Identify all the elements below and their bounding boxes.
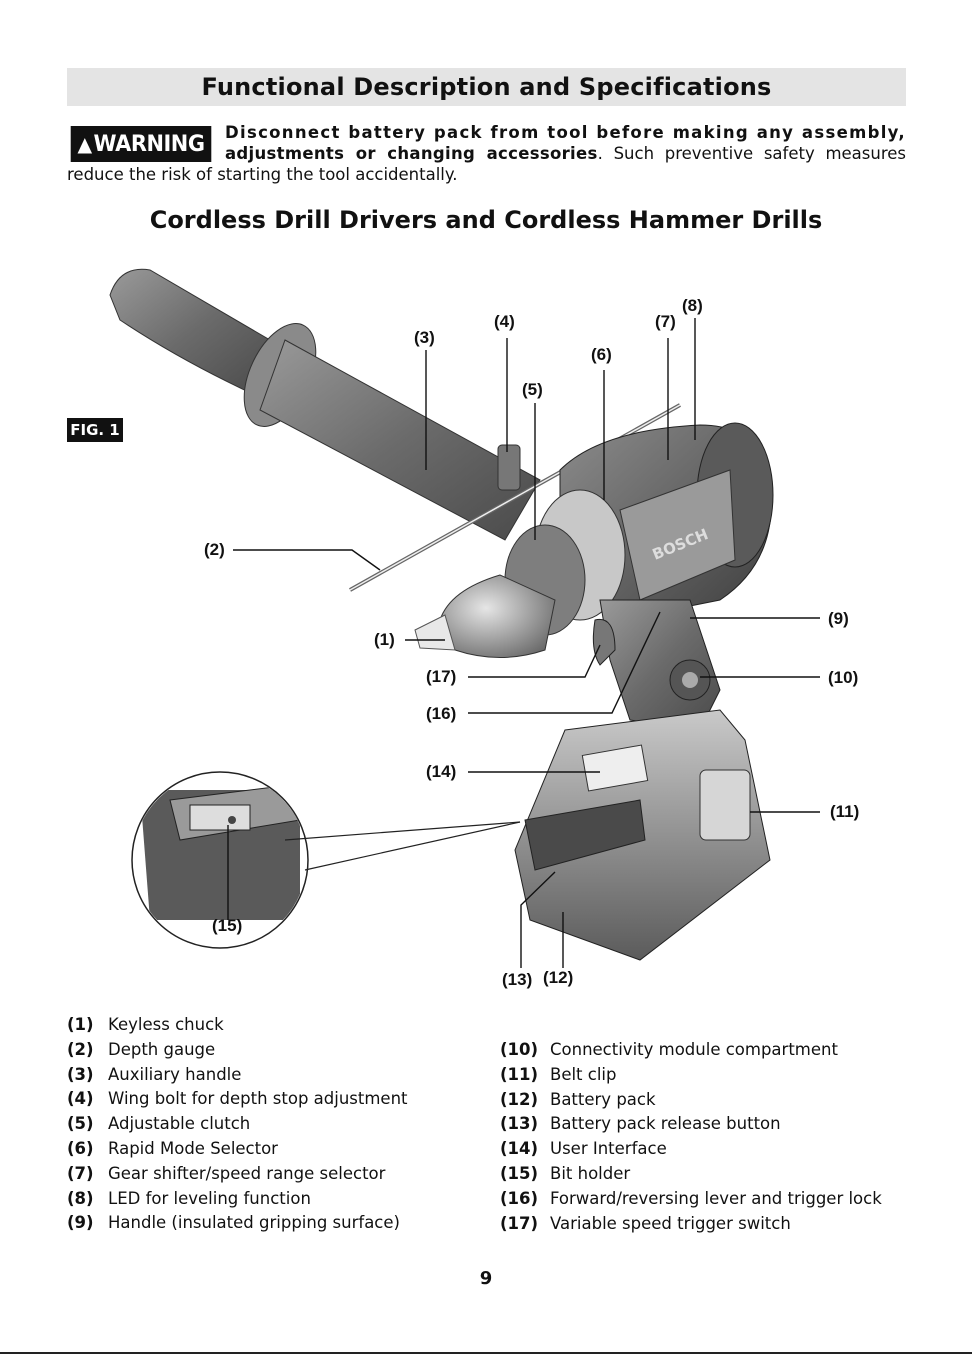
list-item: (8) LED for leveling function (67, 1187, 408, 1212)
item-number: (4) (67, 1089, 94, 1109)
callout-17: (17) (426, 667, 457, 686)
item-number: (8) (67, 1188, 94, 1208)
list-item: (15) Bit holder (500, 1162, 882, 1187)
item-label: Variable speed trigger switch (550, 1213, 791, 1233)
item-number: (15) (500, 1163, 539, 1183)
list-item: (6) Rapid Mode Selector (67, 1137, 408, 1162)
callout-13: (13) (502, 970, 533, 989)
parts-list-left: (1) Keyless chuck (2) Depth gauge (3) Auxil… (67, 1013, 408, 1236)
item-number: (12) (500, 1089, 539, 1109)
item-label: Rapid Mode Selector (108, 1138, 278, 1158)
list-item: (3) Auxiliary handle (67, 1063, 408, 1088)
item-label: Keyless chuck (108, 1015, 224, 1034)
warning-bold-line2: adjustments or changing accessories (225, 144, 598, 163)
parts-list-right: (10) Connectivity module compartment (11)… (500, 1038, 882, 1236)
bit-holder-inset (131, 771, 309, 949)
callout-8: (8) (682, 296, 703, 315)
list-item: (16) Forward/reversing lever and trigger … (500, 1187, 882, 1212)
item-label: Wing bolt for depth stop adjustment (108, 1089, 408, 1109)
list-item: (12) Battery pack (500, 1088, 882, 1113)
item-label: Auxiliary handle (108, 1064, 242, 1084)
list-item: (13) Battery pack release button (500, 1112, 882, 1137)
list-item: (5) Adjustable clutch (67, 1112, 408, 1137)
callout-1: (1) (374, 630, 395, 649)
callout-16: (16) (426, 704, 457, 723)
warning-triangle-icon: ▲ (77, 131, 92, 156)
item-number: (14) (500, 1139, 539, 1159)
callout-5: (5) (522, 380, 543, 399)
callout-15: (15) (212, 916, 243, 935)
warning-bold-line1: Disconnect battery pack from tool before… (225, 123, 906, 142)
figure-subtitle: Cordless Drill Drivers and Cordless Hamm… (149, 206, 823, 234)
drill-figure: BOSCH (0, 250, 972, 1010)
wing-bolt (497, 444, 521, 491)
item-number: (13) (500, 1114, 539, 1134)
callout-2: (2) (204, 540, 225, 559)
item-label: Battery pack (550, 1089, 656, 1109)
warning-block: ▲ WARNING Disconnect battery pack from t… (67, 122, 906, 185)
list-item: (1) Keyless chuck (67, 1013, 408, 1038)
item-number: (7) (67, 1163, 94, 1183)
leader-lines (227, 318, 820, 968)
item-label: Handle (insulated gripping surface) (108, 1213, 400, 1233)
callout-10: (10) (828, 668, 859, 687)
drill-illustration: BOSCH (109, 268, 820, 968)
item-number: (10) (500, 1040, 539, 1059)
item-label: Belt clip (550, 1064, 617, 1084)
item-label: Forward/reversing lever and trigger lock (550, 1188, 882, 1208)
list-item: (7) Gear shifter/speed range selector (67, 1162, 408, 1187)
item-number: (17) (500, 1213, 539, 1233)
item-number: (9) (67, 1213, 94, 1233)
item-label: LED for leveling function (108, 1188, 311, 1208)
auxiliary-handle (109, 268, 541, 541)
item-label: Connectivity module compartment (550, 1040, 838, 1059)
item-label: Adjustable clutch (108, 1114, 251, 1134)
callout-11: (11) (830, 802, 860, 821)
list-item: (14) User Interface (500, 1137, 882, 1162)
item-number: (16) (500, 1188, 539, 1208)
callout-4: (4) (494, 312, 515, 331)
item-label: Battery pack release button (550, 1114, 781, 1134)
item-label: Bit holder (550, 1163, 631, 1183)
item-number: (1) (67, 1015, 94, 1034)
item-number: (11) (500, 1064, 539, 1084)
warning-rest: . Such preventive safety measures reduce… (67, 144, 907, 184)
callout-3: (3) (414, 328, 435, 347)
list-item: (9) Handle (insulated gripping surface) (67, 1211, 408, 1236)
bottom-divider (0, 1352, 972, 1354)
item-number: (5) (67, 1114, 94, 1134)
item-number: (3) (67, 1064, 94, 1084)
section-title: Functional Description and Specification… (201, 73, 772, 101)
item-label: Depth gauge (108, 1039, 216, 1059)
item-number: (2) (67, 1039, 94, 1059)
warning-text: Disconnect battery pack from tool before… (67, 122, 906, 185)
figure-label: FIG. 1 (67, 418, 123, 442)
callout-7: (7) (655, 312, 676, 331)
list-item: (2) Depth gauge (67, 1038, 408, 1063)
list-item: (11) Belt clip (500, 1063, 882, 1088)
callout-9: (9) (828, 609, 849, 628)
warning-badge-text: WARNING (93, 131, 205, 157)
section-header: Functional Description and Specification… (67, 68, 906, 106)
callout-6: (6) (591, 345, 612, 364)
callout-12: (12) (543, 968, 574, 987)
page-number: 9 (479, 1268, 493, 1289)
list-item: (4) Wing bolt for depth stop adjustment (67, 1087, 408, 1112)
item-number: (6) (67, 1138, 94, 1158)
warning-badge: ▲ WARNING (70, 126, 212, 162)
list-item: (17) Variable speed trigger switch (500, 1212, 882, 1237)
item-label: User Interface (550, 1139, 667, 1159)
item-label: Gear shifter/speed range selector (108, 1163, 386, 1183)
callout-14: (14) (426, 762, 457, 781)
list-item: (10) Connectivity module compartment (500, 1038, 882, 1063)
